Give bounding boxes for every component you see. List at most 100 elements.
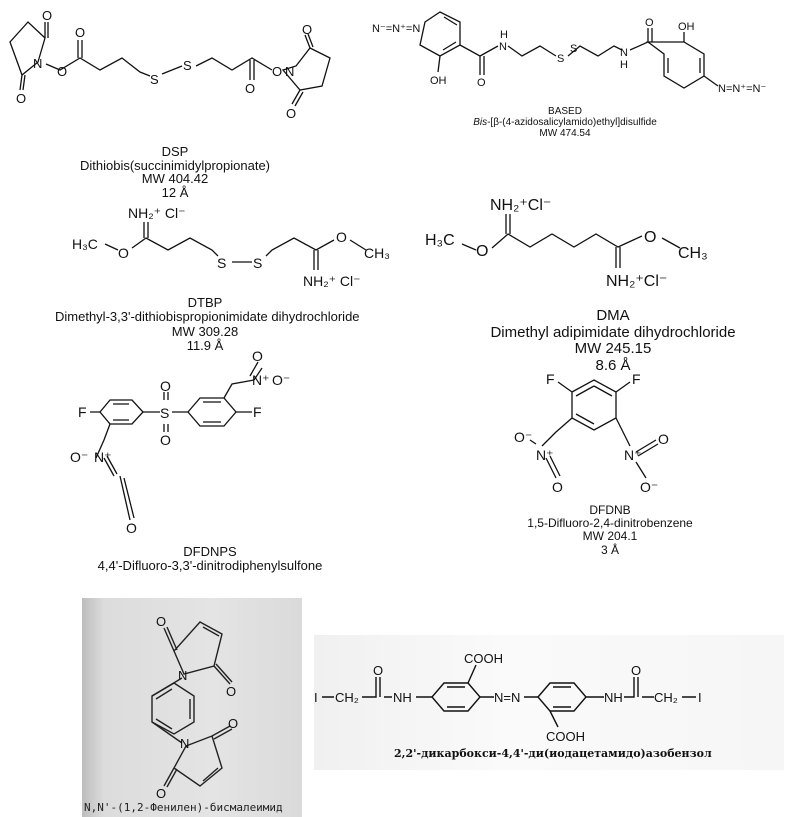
atom-label: O [658,431,669,447]
dsp-length: 12 Å [161,184,189,200]
atom-label: N [620,47,628,59]
atom-label: O⁻ [272,372,290,388]
azobenzene-structure: COOH COOH I CH₂ O NH N=N NH O CH₂ I [314,651,702,744]
based-name-italic: Bis [473,117,488,128]
based-name: -[β-(4-azidosalicylamido)ethyl]disulfide [487,117,657,128]
dma-structure [461,214,681,268]
based-caption: BASED Bis-[β-(4-azidosalicylamido)ethyl]… [465,106,665,139]
dtbp-structure [104,222,367,270]
atom-label: F [632,371,641,387]
atom-label: O [631,663,641,678]
atom-label: COOH [464,651,503,666]
atom-label: OH [678,21,695,33]
based-abbr: BASED [548,106,582,117]
atom-label: S [217,255,226,271]
dfdnb-caption: DFDNB 1,5-Difluoro-2,4-dinitrobenzene MW… [510,503,710,557]
atom-label: O [476,243,488,260]
atom-label: H [620,59,628,71]
based-structure [419,11,719,89]
atom-label: N⁺ [536,447,554,463]
dfdnb-length: 3 Å [600,542,619,557]
atom-label: CH₃ [678,245,708,262]
atom-label: O [336,229,347,245]
atom-label: O [302,22,312,37]
atom-label: O⁻ [640,479,658,495]
atom-label: S [253,255,262,271]
dsp-abbr: DSP [161,144,189,159]
atom-label: O [75,25,85,40]
atom-label: O [477,77,486,89]
atom-label: O [272,64,282,79]
dfdnps-name: 4,4'-Difluoro-3,3'-dinitrodiphenylsulfon… [97,558,323,574]
atom-label: S [557,53,564,65]
dma-abbr: DMA [596,307,630,324]
atom-label: O [156,614,166,629]
azobenzene-name: 2,2'-дикарбокси-4,4'-ди(иодацетамидо)азо… [394,747,712,760]
atom-label: O [286,106,296,121]
atom-label: N⁻=N⁺=N [372,23,420,35]
dma-caption: DMA Dimethyl adipimidate dihydrochloride… [483,307,743,374]
atom-label: O [42,8,52,23]
atom-label: N [499,41,507,53]
dfdnb-name: 1,5-Difluoro-2,4-dinitrobenzene [527,516,693,531]
atom-label: NH₂⁺Cl⁻ [490,197,551,214]
atom-label: I [314,690,318,705]
atom-label: O [245,81,255,96]
atom-label: O [228,716,238,731]
atom-label: NH₂⁺ Cl⁻ [128,205,186,221]
atom-label: OH [430,75,447,87]
dfdnps-structure [90,361,263,521]
atom-label: O [644,229,656,246]
dfdnps-caption: DFDNPS 4,4'-Difluoro-3,3'-dinitrodipheny… [60,544,360,574]
atom-label: O [57,64,67,79]
dtbp-caption: DTBP Dimethyl-3,3'-dithiobispropionimida… [55,295,360,353]
atom-label: NH [604,690,623,705]
atom-label: CH₃ [364,245,390,261]
dsp-mw: MW 404.42 [141,171,209,187]
atom-label: O [160,432,171,448]
dtbp-name: Dimethyl-3,3'-dithiobispropionimidate di… [55,309,360,325]
atom-label: S [570,43,577,55]
dfdnb-structure [529,379,659,479]
atom-label: NH₂⁺ Cl⁻ [303,273,361,289]
atom-label: S [150,72,159,87]
dma-mw: MW 245.15 [574,340,652,357]
atom-label: O⁻ [70,449,88,465]
atom-label: O [118,245,129,261]
atom-label: COOH [546,729,585,744]
dfdnps-abbr: DFDNPS [183,544,237,559]
atom-label: N [180,736,189,751]
atom-label: O [16,91,26,106]
dfdnb-abbr: DFDNB [589,503,631,517]
atom-label: N [178,668,187,683]
dsp-caption: DSP Dithiobis(succinimidylpropionate) MW… [75,145,275,200]
atom-label: H₃C [425,232,455,249]
atom-label: N [33,56,42,71]
atom-label: O⁻ [514,429,532,445]
based-mw: MW 474.54 [539,128,591,139]
atom-label: N⁺ [94,449,112,465]
dtbp-abbr: DTBP [187,295,223,310]
dtbp-mw: MW 309.28 [171,323,239,339]
atom-label: F [253,404,262,420]
atom-label: I [698,690,702,705]
dtbp-length: 11.9 Å [186,337,224,353]
atom-label: F [546,371,555,387]
atom-label: N⁺ [252,372,270,388]
atom-label: NH [393,690,412,705]
atom-label: O [160,378,171,394]
atom-label: N⁺ [624,447,642,463]
dma-length: 8.6 Å [595,356,631,374]
atom-label: O [373,663,383,678]
atom-label: O [252,348,263,364]
atom-label: CH₂ [654,690,678,705]
atom-label: F [78,404,87,420]
atom-label: NH₂⁺Cl⁻ [606,273,667,290]
atom-label: H [500,29,508,41]
azobenzene-panel: COOH COOH I CH₂ O NH N=N NH O CH₂ I 2,2'… [314,635,784,770]
dma-name: Dimethyl adipimidate dihydrochloride [490,323,736,341]
atom-label: S [160,405,169,421]
dsp-structure [9,21,331,107]
atom-label: N=N [494,690,520,705]
